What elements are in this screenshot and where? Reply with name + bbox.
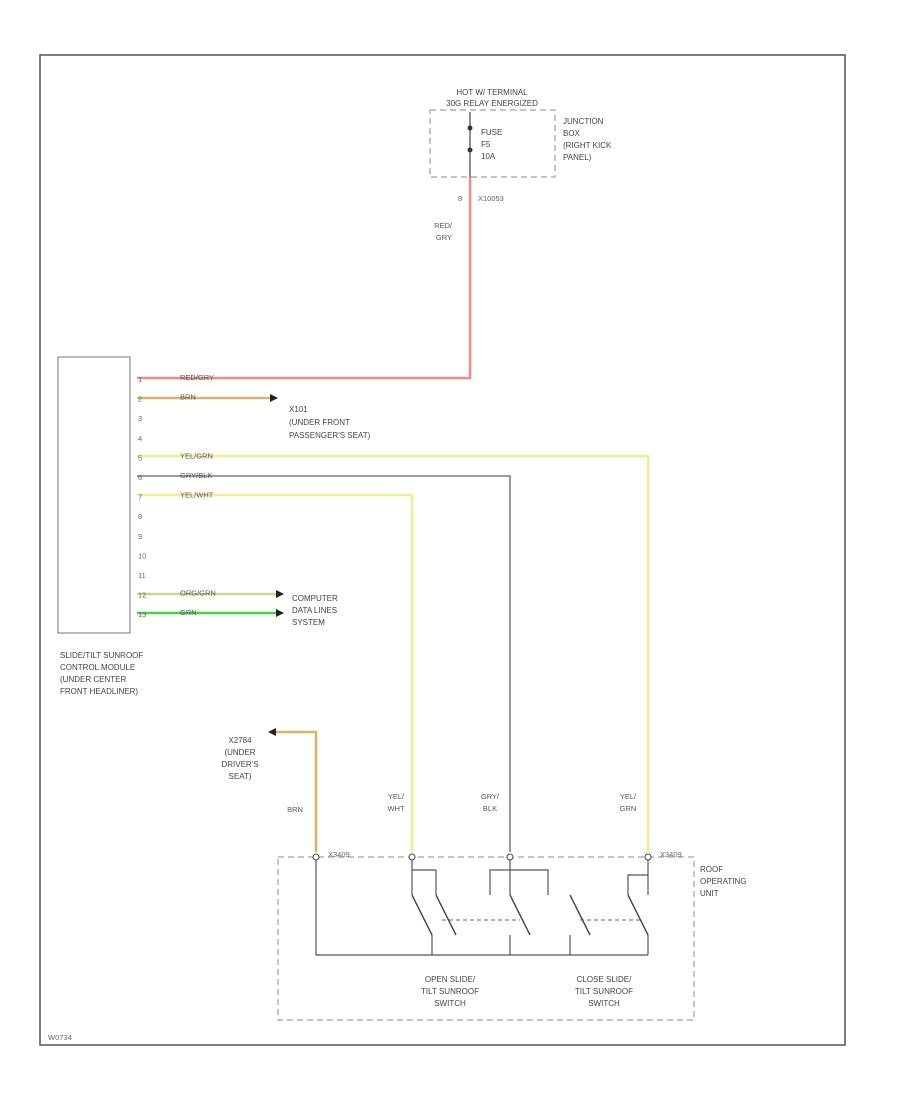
module-wire-label-13: GRN (180, 608, 197, 617)
ground-x2784-loc2: DRIVER'S (221, 760, 258, 769)
footer-code: W0734 (48, 1033, 72, 1042)
module-pin-rows: 1 RED/GRY 2 BRN 3 4 5 YEL/GRN 6 GRY/BLK 7 YEL/WHT 8 9… (138, 373, 216, 619)
yel-wht-label-1: YEL/ (388, 792, 405, 801)
module-name-1: SLIDE/TILT SUNROOF (60, 651, 143, 660)
open-switch-contact-2 (435, 894, 457, 936)
fuse-terminal-top (467, 125, 473, 131)
red-gry-label-line2: GRY (436, 233, 452, 242)
ground-x101-loc2: PASSENGER'S SEAT) (289, 431, 371, 440)
gry-blk-label-2: BLK (483, 804, 497, 813)
close-switch-label-3: SWITCH (588, 999, 620, 1008)
data-lines-arrow-1 (276, 590, 284, 598)
module-pin-4: 4 (138, 434, 142, 443)
yel-grn-label-1: YEL/ (620, 792, 637, 801)
ground-x101-terminal (270, 394, 278, 402)
wire-red-gry (137, 178, 472, 380)
roof-unit-name-3: UNIT (700, 889, 719, 898)
module-pin-12: 12 (138, 591, 146, 600)
module-name-4: FRONT HEADLINER) (60, 687, 138, 696)
roof-unit-name-2: OPERATING (700, 877, 747, 886)
module-wire-label-7: YEL/WHT (180, 491, 214, 500)
module-pin-8: 8 (138, 512, 142, 521)
roof-connector-left: X3409 (328, 850, 350, 859)
module-pin-5: 5 (138, 453, 142, 462)
data-lines-label-3: SYSTEM (292, 618, 325, 627)
panel-label: PANEL) (563, 153, 592, 162)
wire-yel-wht (137, 493, 414, 852)
ground-x2784-loc1: (UNDER (224, 748, 255, 757)
fuse-terminal-bottom (467, 147, 473, 153)
junction-label: JUNCTION (563, 117, 604, 126)
fuse-number: F5 (481, 140, 491, 149)
module-pin-9: 9 (138, 532, 142, 541)
hot-terminal-label: HOT W/ TERMINAL (456, 88, 528, 97)
ground-x2784-id: X2784 (228, 736, 252, 745)
ground-bus (315, 860, 648, 956)
open-switch-contact-1 (411, 894, 433, 936)
yel-grn-label-2: GRN (620, 804, 637, 813)
close-switch-bridge (627, 874, 648, 895)
fuse-pin-number: 8 (458, 194, 462, 203)
right-kick-label: (RIGHT KICK (563, 141, 612, 150)
module-wire-label-5: YEL/GRN (180, 451, 213, 460)
ground-x101-loc1: (UNDER FRONT (289, 418, 350, 427)
close-switch-label-1: CLOSE SLIDE/ (577, 975, 632, 984)
box-label: BOX (563, 129, 581, 138)
open-switch-label-2: TILT SUNROOF (421, 987, 479, 996)
close-switch-contact-1 (569, 894, 591, 936)
module-wire-label-12: ORG/GRN (180, 589, 216, 598)
data-lines-label-2: DATA LINES (292, 606, 337, 615)
roof-unit-name-1: ROOF (700, 865, 723, 874)
module-pin-7: 7 (138, 493, 142, 502)
roof-connector-right: X3409 (660, 850, 682, 859)
control-module-box (57, 356, 131, 634)
data-lines-label-1: COMPUTER (292, 594, 338, 603)
roof-operating-unit: X3409 X3409 ROOF OPERATING UNIT OPEN SLI… (277, 850, 747, 1021)
brn-vertical-label: BRN (287, 805, 303, 814)
data-lines-arrow-2 (276, 609, 284, 617)
pin-roof-grybk (506, 853, 514, 861)
ground-x2784-terminal (268, 728, 276, 736)
module-pin-11: 11 (138, 571, 146, 580)
wire-gry-blk (137, 475, 511, 852)
diagram-frame (39, 54, 846, 1046)
open-switch-contact-3 (509, 894, 531, 936)
fuse-label: FUSE (481, 128, 502, 137)
red-gry-label-line1: RED/ (434, 221, 453, 230)
module-pin-10: 10 (138, 551, 146, 560)
control-module: 1 RED/GRY 2 BRN 3 4 5 YEL/GRN 6 GRY/BLK 7 YEL/WHT 8 9… (57, 356, 216, 696)
module-pin-3: 3 (138, 414, 142, 423)
module-wire-label-6: GRY/BLK (180, 471, 212, 480)
wire-yel-grn (137, 454, 650, 852)
module-pin-2: 2 (138, 395, 142, 404)
open-switch-label-3: SWITCH (434, 999, 466, 1008)
ground-x101-id: X101 (289, 405, 308, 414)
relay-energized-label: 30G RELAY ENERGIZED (446, 99, 538, 108)
ground-x2784-loc3: SEAT) (229, 772, 252, 781)
common-bridge (489, 869, 549, 895)
close-switch-label-2: TILT SUNROOF (575, 987, 633, 996)
module-name-3: (UNDER CENTER (60, 675, 126, 684)
wire-brn-ground (276, 730, 318, 852)
gry-blk-label-1: GRY/ (481, 792, 500, 801)
module-wire-label-1: RED/GRY (180, 373, 214, 382)
open-switch-label-1: OPEN SLIDE/ (425, 975, 476, 984)
yel-wht-label-2: WHT (387, 804, 404, 813)
wires (137, 178, 650, 852)
pin-roof-yelgrn (644, 853, 652, 861)
close-switch-contact-2 (627, 894, 649, 936)
junction-box: HOT W/ TERMINAL 30G RELAY ENERGIZED FUSE… (429, 88, 612, 242)
pin-roof-brn (312, 853, 320, 861)
module-pin-6: 6 (138, 473, 142, 482)
junction-box-outline (429, 109, 556, 178)
module-name-2: CONTROL MODULE (60, 663, 135, 672)
fuse-rating: 10A (481, 152, 496, 161)
pin-roof-yelwht (408, 853, 416, 861)
module-pin-1: 1 (138, 375, 142, 384)
fuse-connector: X10053 (478, 194, 504, 203)
module-pin-13: 13 (138, 610, 146, 619)
module-wire-label-2: BRN (180, 393, 196, 402)
